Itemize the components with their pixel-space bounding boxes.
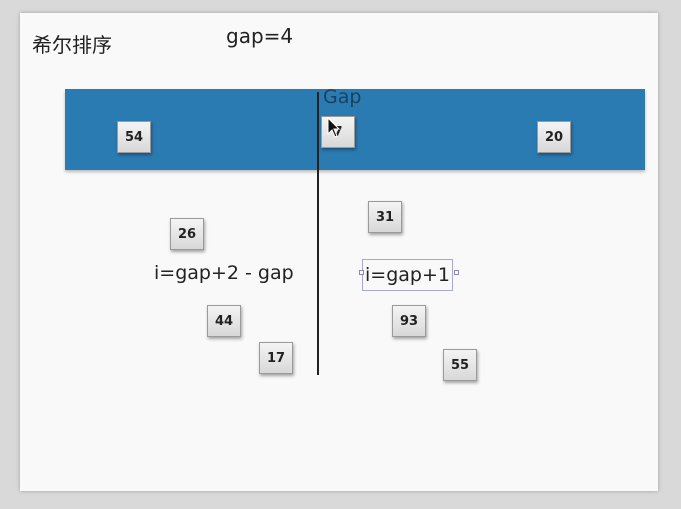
number-box-55[interactable]: 55 <box>443 349 477 381</box>
expression-left: i=gap+2 - gap <box>154 262 294 284</box>
number-box-93[interactable]: 93 <box>392 305 426 337</box>
mouse-pointer-icon <box>327 117 341 138</box>
slide-canvas <box>20 13 658 491</box>
expression-right-text: i=gap+1 <box>365 264 450 286</box>
resize-handle-right[interactable] <box>454 270 459 275</box>
number-box-54[interactable]: 54 <box>117 121 151 153</box>
gap-band-label: Gap <box>323 86 362 108</box>
divider-line <box>317 92 319 375</box>
number-box-20[interactable]: 20 <box>537 121 571 153</box>
gap-value-label: gap=4 <box>226 24 294 48</box>
slide-title: 希尔排序 <box>32 33 112 57</box>
expression-right-selected[interactable]: i=gap+1 <box>362 259 453 291</box>
number-box-77[interactable]: 7 <box>321 116 355 148</box>
number-box-17[interactable]: 17 <box>259 342 293 374</box>
number-box-26[interactable]: 26 <box>170 218 204 250</box>
number-box-31[interactable]: 31 <box>368 201 402 233</box>
number-box-44[interactable]: 44 <box>207 305 241 337</box>
resize-handle-left[interactable] <box>359 270 364 275</box>
